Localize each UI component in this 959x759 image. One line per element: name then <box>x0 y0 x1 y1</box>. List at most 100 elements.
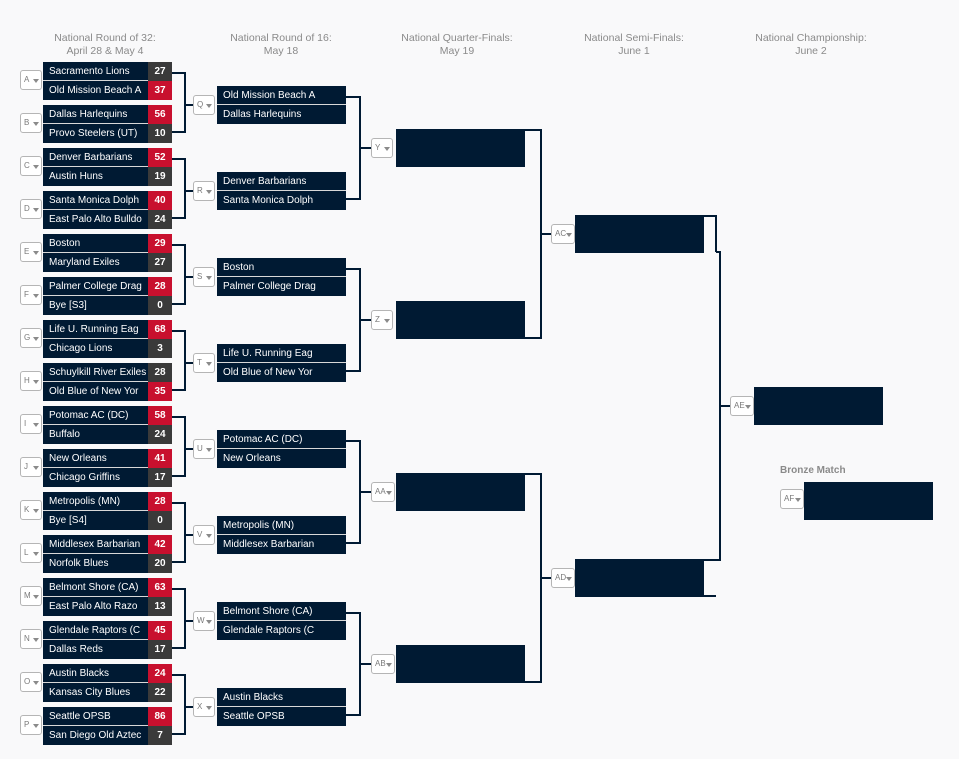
match-quarterfinal-aa[interactable] <box>396 473 525 511</box>
team-row[interactable]: Palmer College Drag <box>217 277 346 296</box>
team-row[interactable]: Provo Steelers (UT)10 <box>43 124 172 143</box>
match-selector-v[interactable]: V <box>193 525 215 545</box>
match-selector-c[interactable]: C <box>20 156 42 176</box>
match-bronze-af[interactable] <box>804 482 933 520</box>
team-row[interactable]: Belmont Shore (CA) <box>217 602 346 621</box>
match-selector-b[interactable]: B <box>20 113 42 133</box>
team-row[interactable]: Old Mission Beach A <box>217 86 346 105</box>
team-row[interactable]: Dallas Harlequins <box>217 105 346 124</box>
match-selector-ae[interactable]: AE <box>730 396 754 416</box>
match-selector-f[interactable]: F <box>20 285 42 305</box>
team-row[interactable]: Bye [S3]0 <box>43 296 172 315</box>
match-selector-af[interactable]: AF <box>780 489 804 509</box>
match-selector-a[interactable]: A <box>20 70 42 90</box>
match-selector-u[interactable]: U <box>193 439 215 459</box>
team-row[interactable]: Austin Blacks <box>217 688 346 707</box>
match-selector-aa[interactable]: AA <box>371 482 395 502</box>
match-selector-ab[interactable]: AB <box>371 654 395 674</box>
match-selector-k[interactable]: K <box>20 500 42 520</box>
match-final-ae[interactable] <box>754 387 883 425</box>
match-selector-h[interactable]: H <box>20 371 42 391</box>
match-round16-u[interactable]: Potomac AC (DC)New Orleans <box>217 430 346 468</box>
match-selector-i[interactable]: I <box>20 414 42 434</box>
team-row[interactable]: New Orleans <box>217 449 346 468</box>
match-selector-t[interactable]: T <box>193 353 215 373</box>
match-selector-ac[interactable]: AC <box>551 224 575 244</box>
team-row[interactable]: Boston <box>217 258 346 277</box>
match-selector-z[interactable]: Z <box>371 310 393 330</box>
match-selector-m[interactable]: M <box>20 586 42 606</box>
team-row[interactable]: Metropolis (MN)28 <box>43 492 172 511</box>
match-selector-g[interactable]: G <box>20 328 42 348</box>
match-selector-q[interactable]: Q <box>193 95 215 115</box>
team-row[interactable]: Life U. Running Eag <box>217 344 346 363</box>
team-row[interactable]: Denver Barbarians <box>217 172 346 191</box>
team-row[interactable]: Santa Monica Dolph <box>217 191 346 210</box>
team-row[interactable]: Bye [S4]0 <box>43 511 172 530</box>
match-selector-l[interactable]: L <box>20 543 42 563</box>
match-selector-r[interactable]: R <box>193 181 215 201</box>
team-row[interactable]: Belmont Shore (CA)63 <box>43 578 172 597</box>
team-row[interactable]: Seattle OPSB <box>217 707 346 726</box>
match-selector-w[interactable]: W <box>193 611 215 631</box>
match-quarterfinal-ab[interactable] <box>396 645 525 683</box>
match-selector-ad[interactable]: AD <box>551 568 575 588</box>
match-selector-s[interactable]: S <box>193 267 215 287</box>
team-row[interactable]: Glendale Raptors (C <box>217 621 346 640</box>
match-selector-j[interactable]: J <box>20 457 42 477</box>
team-row[interactable]: Middlesex Barbarian <box>217 535 346 554</box>
team-row[interactable]: Potomac AC (DC) <box>217 430 346 449</box>
team-row[interactable]: Old Blue of New Yor <box>217 363 346 382</box>
match-selector-d[interactable]: D <box>20 199 42 219</box>
match-semifinal-ad[interactable] <box>575 559 704 597</box>
match-selector-p[interactable]: P <box>20 715 42 735</box>
match-round16-v[interactable]: Metropolis (MN)Middlesex Barbarian <box>217 516 346 554</box>
match-selector-n[interactable]: N <box>20 629 42 649</box>
team-row[interactable]: Metropolis (MN) <box>217 516 346 535</box>
match-selector-e[interactable]: E <box>20 242 42 262</box>
match-selector-y[interactable]: Y <box>371 138 393 158</box>
